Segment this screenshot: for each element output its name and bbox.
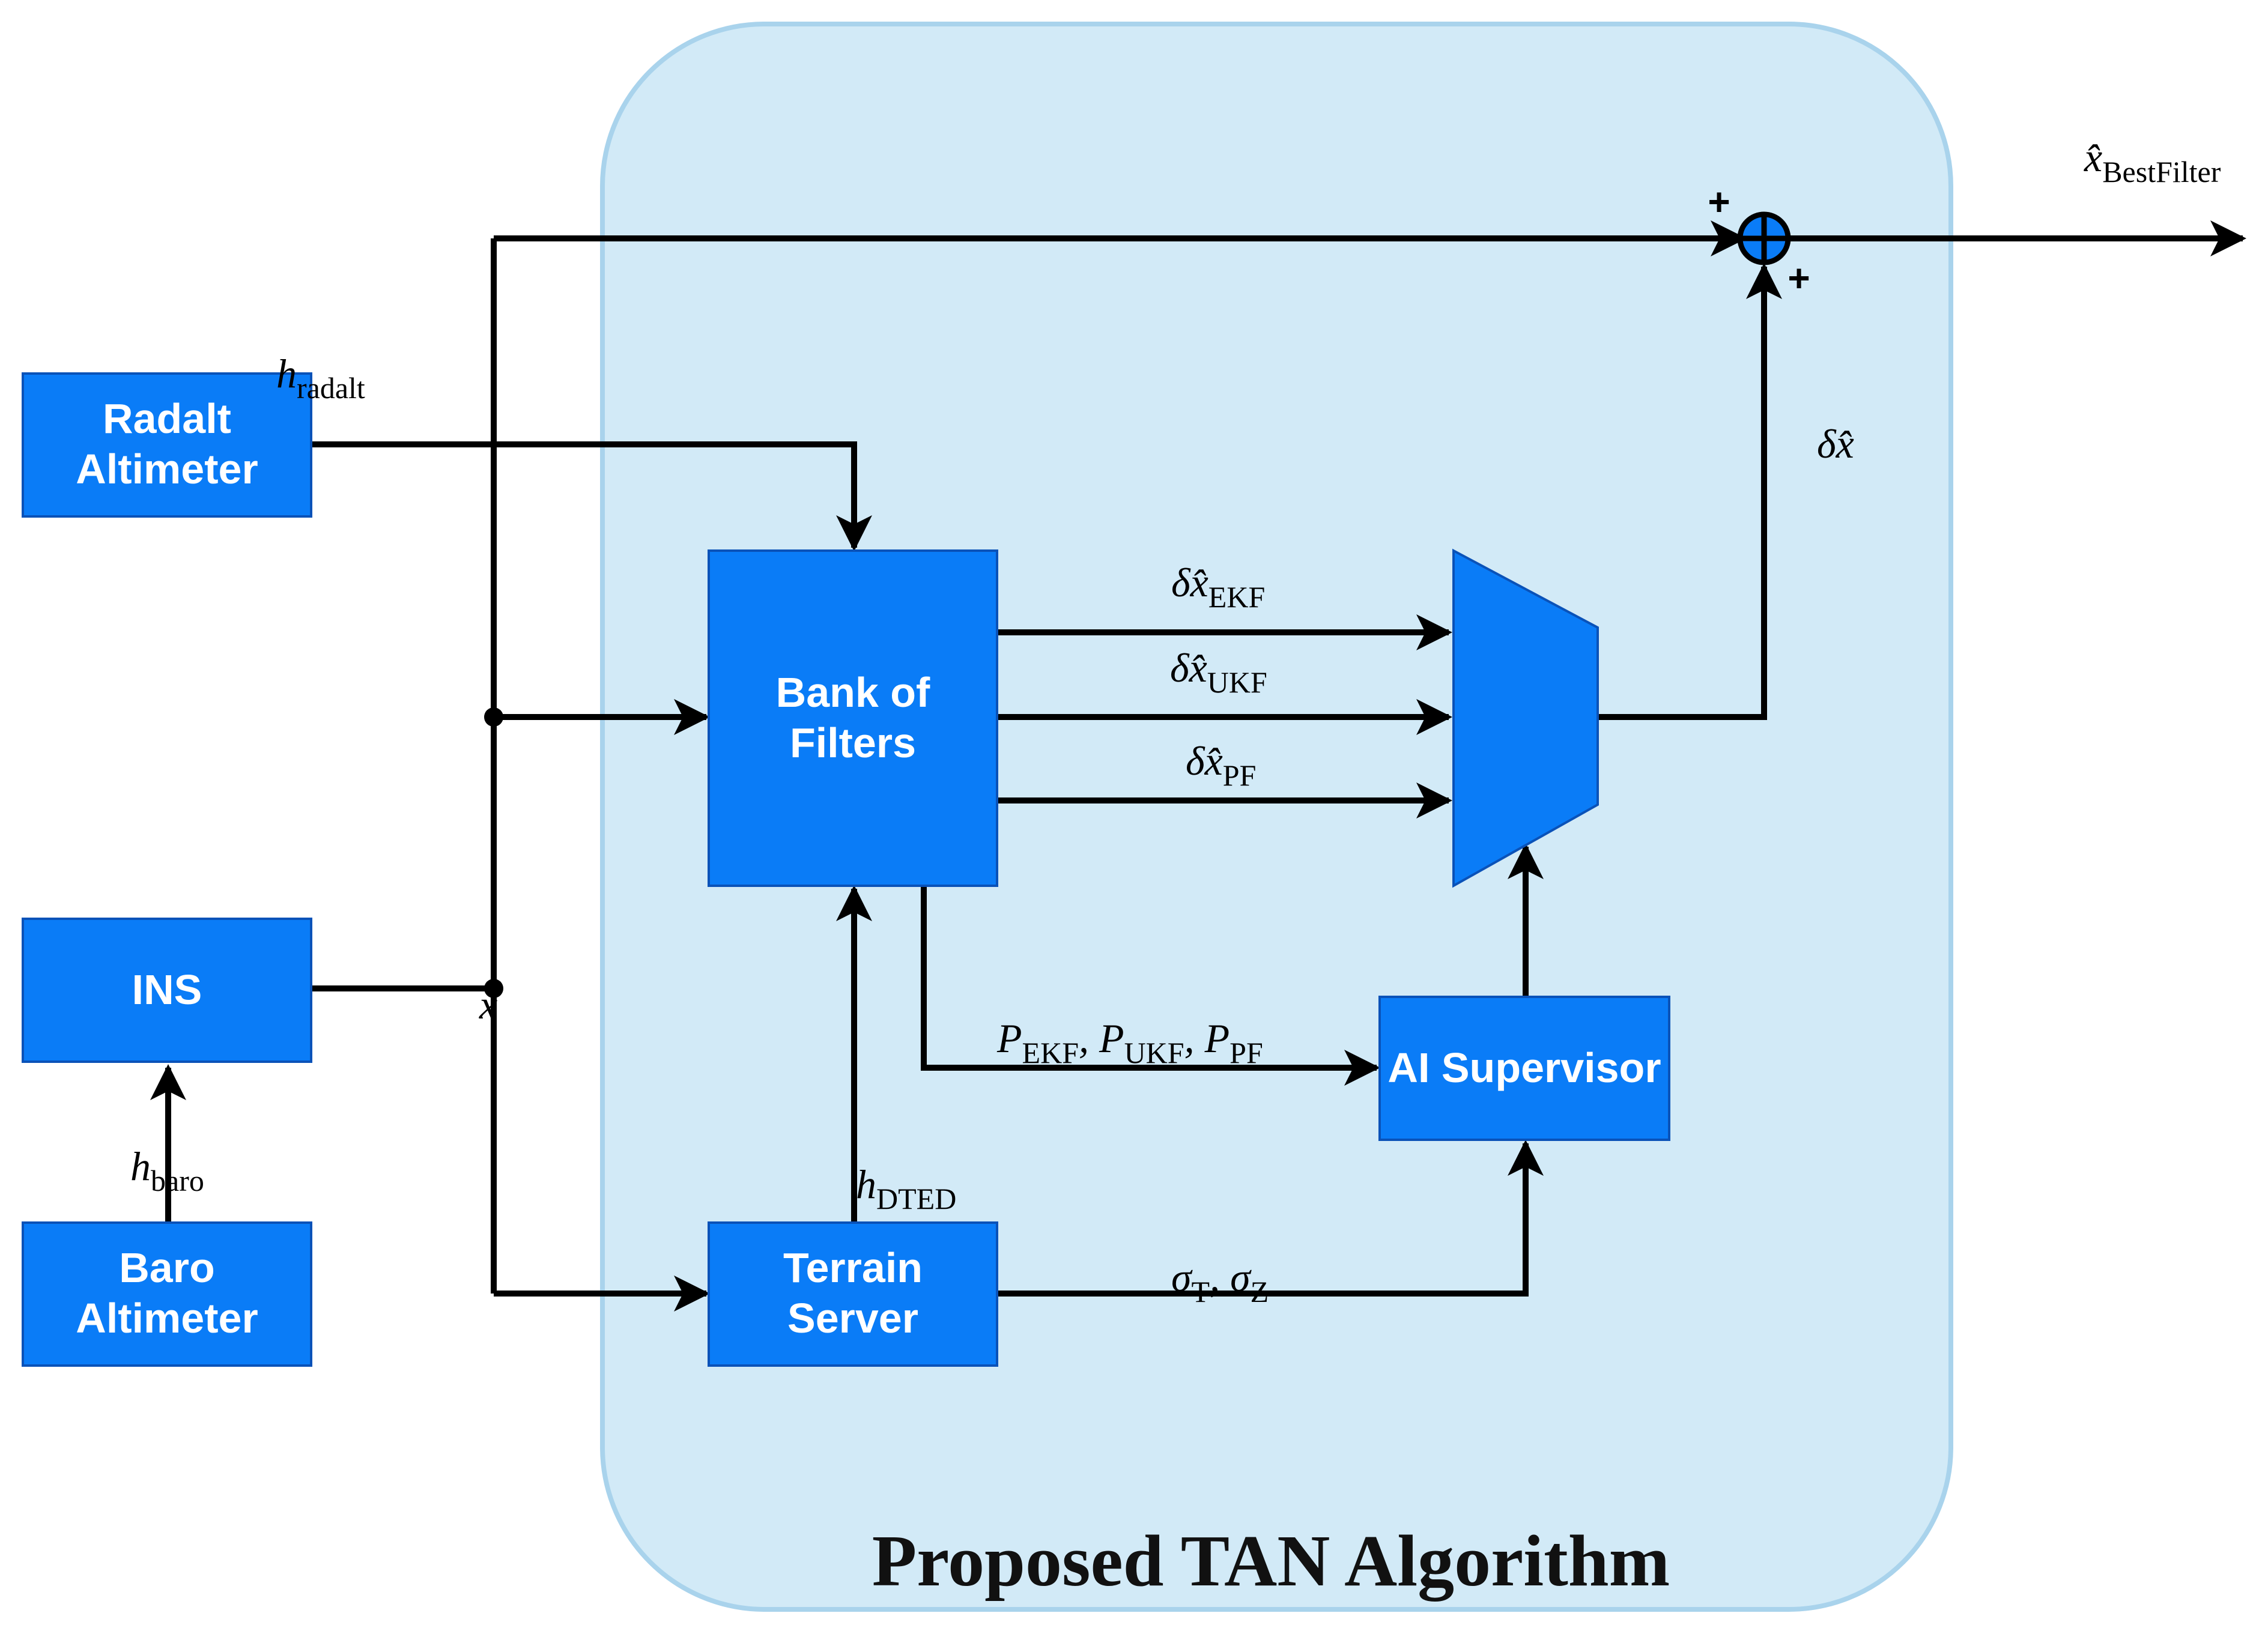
- radalt-altimeter-block: Radalt Altimeter: [22, 372, 312, 518]
- summer-sign-left: +: [1708, 180, 1730, 223]
- label-x: x: [479, 982, 497, 1027]
- label-dx-pf: δx̂PF: [1186, 738, 1256, 792]
- terrain-label-line2: Server: [787, 1295, 918, 1342]
- supervisor-label: AI Supervisor: [1387, 1044, 1661, 1091]
- tan-algorithm-region: [600, 22, 1953, 1612]
- label-h-dted: hDTED: [856, 1161, 956, 1215]
- label-x-best: x̂BestFilter: [2084, 135, 2221, 189]
- terrain-label-line1: Terrain: [783, 1244, 923, 1291]
- bank-label-line2: Filters: [790, 719, 916, 766]
- junction-dot-ins: [484, 979, 503, 998]
- summing-junction: [1737, 211, 1791, 265]
- junction-dot-bank: [484, 707, 503, 727]
- ai-supervisor-block: AI Supervisor: [1378, 996, 1670, 1141]
- wire-sigmas-to-supervisor: [997, 1140, 1544, 1297]
- summer-sign-bottom: +: [1787, 256, 1810, 300]
- connections: [150, 220, 2246, 1312]
- label-h-baro: hbaro: [130, 1143, 204, 1197]
- radalt-label-line2: Altimeter: [76, 446, 258, 492]
- filter-selector-mux: [1452, 548, 1599, 888]
- baro-label-line2: Altimeter: [76, 1295, 258, 1342]
- baro-label-line1: Baro: [119, 1244, 214, 1291]
- radalt-label-line1: Radalt: [103, 395, 231, 442]
- wire-selector-to-summer: [1598, 263, 1782, 720]
- label-dx: δx̂: [1817, 421, 1854, 467]
- wire-covariance-to-supervisor: [921, 887, 1380, 1086]
- ins-label: INS: [132, 966, 202, 1013]
- bank-label-line1: Bank of: [776, 669, 930, 716]
- baro-altimeter-block: Baro Altimeter: [22, 1221, 312, 1367]
- region-title: Proposed TAN Algorithm: [872, 1521, 1670, 1602]
- bank-of-filters-block: Bank of Filters: [708, 549, 998, 887]
- label-dx-ukf: δx̂UKF: [1170, 645, 1267, 699]
- label-sigmas: σT, σZ: [1171, 1254, 1269, 1309]
- label-covariances: PEKF, PUKF, PPF: [996, 1015, 1263, 1070]
- terrain-server-block: Terrain Server: [708, 1221, 998, 1367]
- label-h-radalt: hradalt: [276, 351, 365, 405]
- ins-block: INS: [22, 918, 312, 1063]
- label-dx-ekf: δx̂EKF: [1171, 560, 1265, 614]
